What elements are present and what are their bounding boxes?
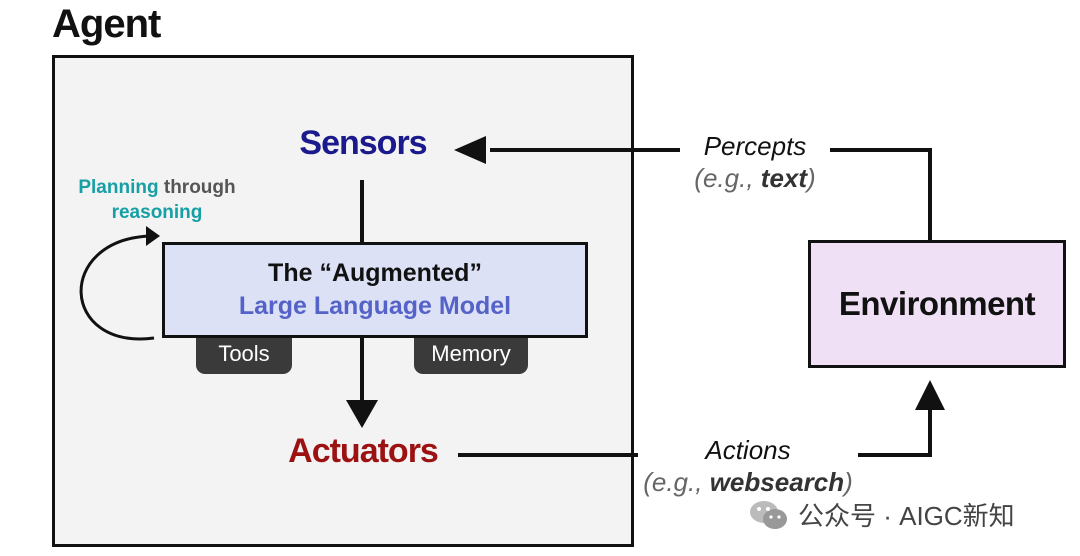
agent-title: Agent xyxy=(52,2,161,46)
percepts-example-value: text xyxy=(760,163,808,193)
percepts-example: (e.g., text) xyxy=(694,163,816,193)
actions-connector xyxy=(458,410,932,457)
wechat-icon xyxy=(750,500,787,529)
percepts-label: Percepts (e.g., text) xyxy=(680,130,830,194)
planning-highlight: Planning xyxy=(78,177,159,198)
actuators-label: Actuators xyxy=(288,432,439,470)
percepts-arrowhead xyxy=(454,136,486,164)
llm-title-line1: The “Augmented” xyxy=(268,259,482,287)
planning-through: through xyxy=(158,177,236,198)
llm-title-line2: Large Language Model xyxy=(238,292,512,320)
planning-loop-arrow xyxy=(79,234,155,341)
planning-label: Planning through reasoning xyxy=(62,175,252,225)
actions-arrowhead xyxy=(915,380,945,410)
augmented-llm-box: The “Augmented” Large Language Model xyxy=(162,242,588,338)
memory-tab: Memory xyxy=(414,338,528,374)
actions-example-value: websearch xyxy=(709,467,845,497)
environment-box: Environment xyxy=(808,240,1066,368)
planning-reasoning: reasoning xyxy=(111,202,203,223)
watermark-text: 公众号 · AIGC新知 xyxy=(798,501,1015,531)
percepts-title: Percepts xyxy=(703,131,807,161)
sensors-label: Sensors xyxy=(299,124,427,162)
tools-tab: Tools xyxy=(196,338,292,374)
percepts-connector xyxy=(490,148,932,240)
actions-title: Actions xyxy=(705,435,791,465)
planning-loop-arrowhead xyxy=(146,226,160,246)
llm-to-actuators-arrowhead xyxy=(346,400,378,428)
actions-label: Actions (e.g., websearch) xyxy=(638,434,858,498)
actions-example: (e.g., websearch) xyxy=(643,467,853,497)
watermark: 公众号 · AIGC新知 xyxy=(748,496,1015,533)
